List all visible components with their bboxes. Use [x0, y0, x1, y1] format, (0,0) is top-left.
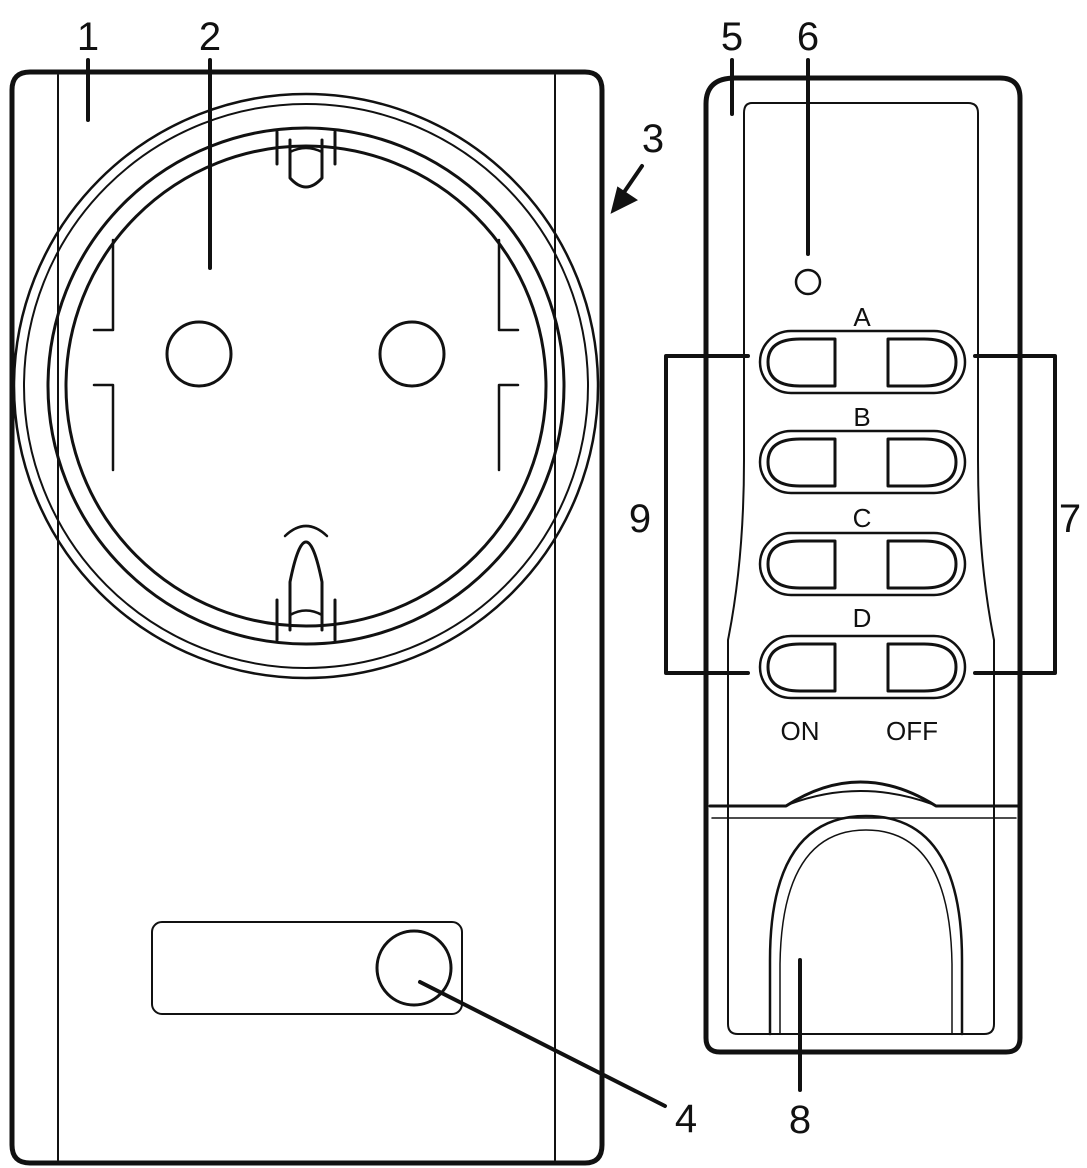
arrow-icon [610, 164, 644, 214]
callout-1: 1 [77, 15, 99, 59]
button-pair-frame-c [758, 531, 967, 597]
remote-body [703, 75, 1023, 1055]
remote-loop [768, 814, 964, 1036]
group-label-b: B [853, 402, 870, 432]
outlet-outer-ring [12, 92, 600, 680]
button-row-a: A [758, 302, 967, 395]
outlet-left-notch-top [92, 238, 115, 332]
callout-9: 9 [629, 497, 651, 541]
off-buttons-bracket [973, 354, 1057, 675]
on-button-b[interactable] [766, 437, 837, 488]
button-row-c: C [758, 503, 967, 597]
button-row-b: B [758, 402, 967, 495]
outlet-left-notch-bottom [92, 383, 115, 472]
outlet-pin-hole-right [378, 320, 446, 388]
off-button-c[interactable] [886, 539, 958, 590]
remote-control: A B C D ON OFF [664, 75, 1057, 1055]
callout-6: 6 [797, 15, 819, 59]
remote-led [794, 268, 822, 296]
button-row-d: D [758, 603, 967, 700]
group-label-d: D [853, 603, 872, 633]
battery-cover-bump [789, 790, 933, 805]
outlet-ring-3 [46, 126, 566, 646]
indicator-window [151, 921, 463, 1015]
callout-3: 3 [642, 117, 664, 161]
group-label-a: A [853, 302, 871, 332]
socket-housing [9, 69, 605, 1166]
outlet-recess [64, 144, 548, 628]
battery-cover-seam [708, 780, 1020, 808]
button-pair-frame-a [758, 329, 967, 395]
socket-button[interactable] [375, 929, 453, 1007]
callout-4-leader [418, 980, 667, 1108]
outlet-right-notch-top [497, 238, 520, 332]
remote-bevel [727, 102, 995, 1035]
off-column-label: OFF [886, 716, 938, 746]
button-pair-frame-b [758, 429, 967, 495]
on-button-a[interactable] [766, 337, 837, 388]
callout-2: 2 [199, 15, 221, 59]
earth-clip-bottom [275, 524, 337, 642]
socket-adapter [9, 69, 644, 1166]
on-column-label: ON [781, 716, 820, 746]
callout-5: 5 [721, 15, 743, 59]
callout-8: 8 [789, 1098, 811, 1142]
outlet-ring-2 [23, 103, 589, 669]
group-label-c: C [853, 503, 872, 533]
outlet-pin-hole-left [165, 320, 233, 388]
earth-clip-top [275, 130, 337, 189]
on-buttons-bracket [664, 354, 750, 675]
callouts: 1 2 3 4 5 6 7 8 9 [77, 15, 1081, 1142]
callout-4: 4 [675, 1097, 697, 1141]
on-button-d[interactable] [766, 642, 837, 693]
off-button-d[interactable] [886, 642, 958, 693]
on-button-c[interactable] [766, 539, 837, 590]
off-button-b[interactable] [886, 437, 958, 488]
remote-loop-inner [779, 829, 953, 1035]
outlet-right-notch-bottom [497, 383, 520, 472]
callout-7: 7 [1059, 497, 1081, 541]
off-button-a[interactable] [886, 337, 958, 388]
button-pair-frame-d [758, 634, 967, 700]
